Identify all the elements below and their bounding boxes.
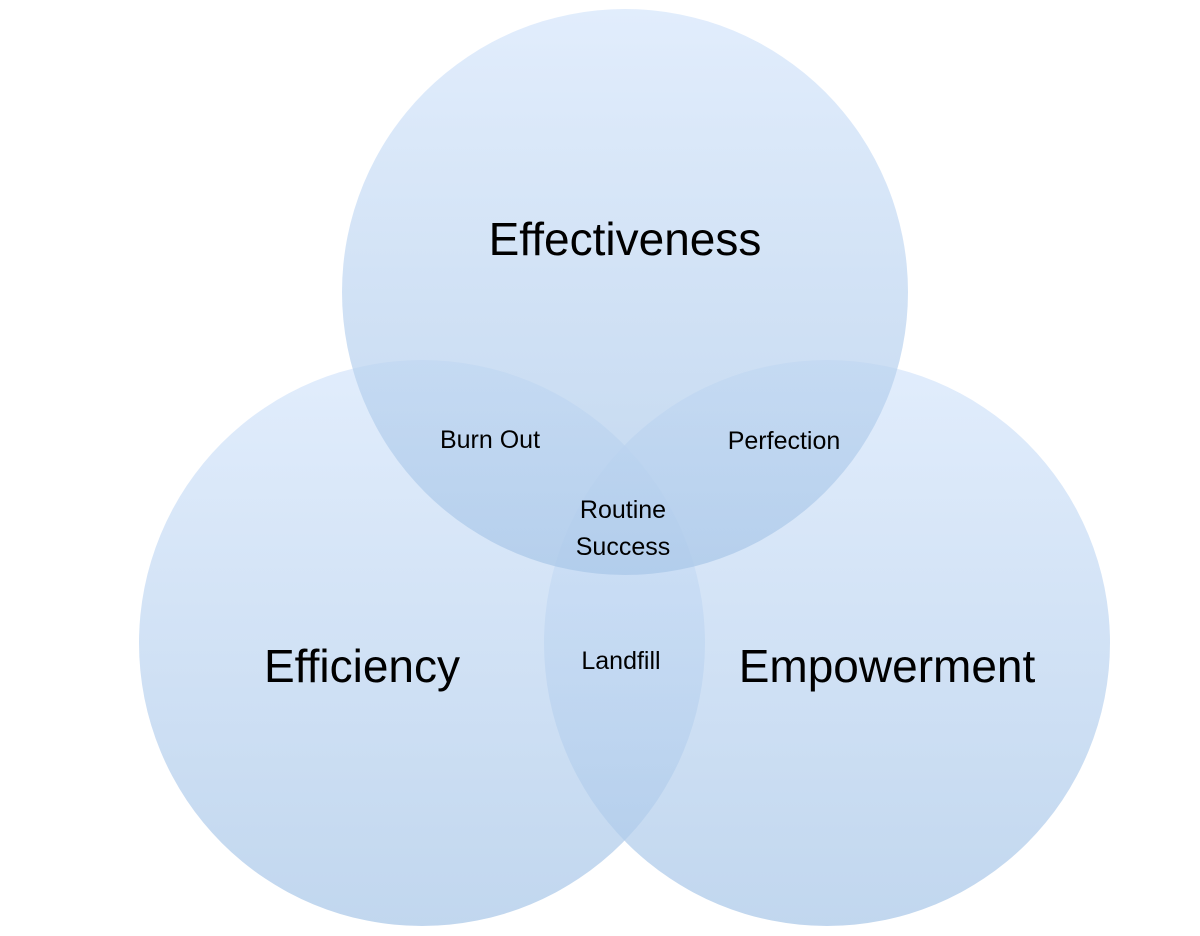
perfection-label: Perfection [728, 427, 841, 455]
effectiveness-circle [342, 9, 908, 575]
efficiency-label: Efficiency [264, 640, 460, 692]
success-label: Success [576, 533, 670, 561]
burn-out-label: Burn Out [440, 426, 540, 454]
empowerment-label: Empowerment [739, 640, 1036, 692]
routine-label: Routine [580, 496, 666, 524]
landfill-label: Landfill [581, 647, 660, 675]
effectiveness-label: Effectiveness [489, 213, 762, 265]
